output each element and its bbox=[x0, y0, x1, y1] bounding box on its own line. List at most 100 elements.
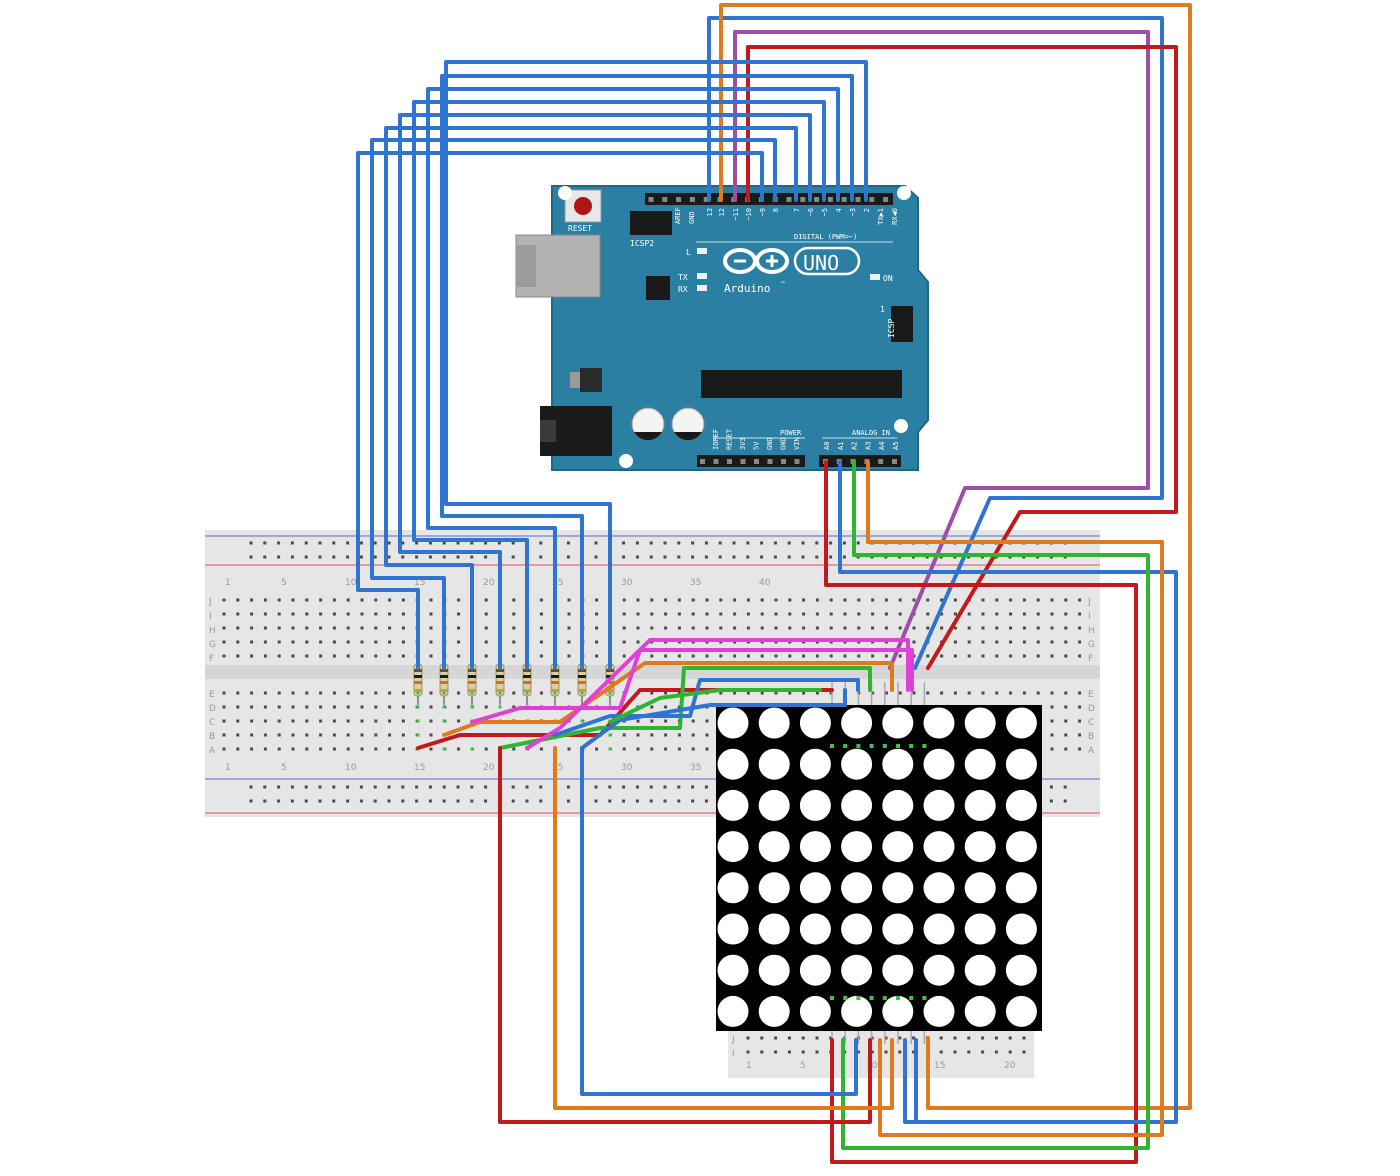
breadboard-hole bbox=[250, 705, 254, 709]
breadboard-hole bbox=[1050, 598, 1054, 602]
breadboard-hole bbox=[388, 640, 392, 644]
breadboard-hole bbox=[291, 733, 295, 737]
breadboard-hole bbox=[857, 612, 861, 616]
breadboard-hole bbox=[898, 626, 902, 630]
breadboard-hole bbox=[401, 626, 405, 630]
breadboard-hole bbox=[1022, 612, 1026, 616]
breadboard-hole bbox=[388, 691, 392, 695]
reset-button-cap[interactable] bbox=[574, 197, 592, 215]
rail-hole bbox=[318, 785, 322, 789]
reset-label: RESET bbox=[568, 224, 592, 233]
matrix-pin bbox=[882, 996, 887, 1000]
breadboard-hole bbox=[305, 719, 309, 723]
rail-hole bbox=[649, 785, 653, 789]
breadboard-hole bbox=[401, 640, 405, 644]
rail-hole bbox=[401, 785, 405, 789]
rail-hole bbox=[787, 555, 791, 559]
rail-hole bbox=[249, 541, 253, 545]
breadboard-hole bbox=[829, 654, 833, 658]
breadboard-hole bbox=[802, 598, 806, 602]
led-dot bbox=[841, 748, 873, 780]
rail-hole bbox=[249, 785, 253, 789]
led-dot bbox=[717, 707, 749, 739]
breadboard-hole bbox=[236, 691, 240, 695]
rail-hole bbox=[539, 555, 543, 559]
header-pin-hole bbox=[754, 459, 759, 464]
column-number: 20 bbox=[483, 763, 495, 773]
voltage-regulator-tab bbox=[570, 372, 580, 388]
breadboard-hole bbox=[815, 626, 819, 630]
rail-hole bbox=[304, 799, 308, 803]
connected-hole bbox=[470, 747, 474, 751]
breadboard-hole bbox=[650, 691, 654, 695]
on-led bbox=[870, 274, 880, 280]
rail-hole bbox=[373, 799, 377, 803]
breadboard-hole bbox=[622, 747, 626, 751]
column-number: 40 bbox=[759, 578, 771, 588]
rail-hole bbox=[359, 785, 363, 789]
column-number: 20 bbox=[483, 578, 495, 588]
breadboard-hole bbox=[981, 1050, 985, 1054]
wire-blue bbox=[914, 1038, 1138, 1124]
breadboard-hole bbox=[995, 612, 999, 616]
breadboard-hole bbox=[995, 654, 999, 658]
breadboard-hole bbox=[760, 1036, 764, 1040]
breadboard-hole bbox=[636, 640, 640, 644]
breadboard-hole bbox=[319, 705, 323, 709]
icsp-header bbox=[891, 306, 913, 342]
breadboard-hole bbox=[484, 747, 488, 751]
wire-blue bbox=[707, 16, 1164, 670]
breadboard-hole bbox=[774, 654, 778, 658]
rail-hole bbox=[622, 555, 626, 559]
header-pin-hole bbox=[786, 197, 792, 202]
breadboard-hole bbox=[484, 705, 488, 709]
breadboard-hole bbox=[940, 612, 944, 616]
row-letter: J bbox=[1087, 597, 1091, 607]
breadboard-hole bbox=[760, 1050, 764, 1054]
header-pin-hole bbox=[713, 459, 719, 464]
analog-pin-label: A2 bbox=[851, 442, 859, 450]
breadboard-hole bbox=[801, 1036, 805, 1040]
breadboard-hole bbox=[401, 654, 405, 658]
breadboard-hole bbox=[1064, 612, 1068, 616]
breadboard-hole bbox=[484, 691, 488, 695]
breadboard-hole bbox=[277, 640, 281, 644]
breadboard-hole bbox=[222, 626, 226, 630]
breadboard-hole bbox=[360, 654, 364, 658]
rail-hole bbox=[484, 785, 488, 789]
breadboard-hole bbox=[940, 598, 944, 602]
breadboard-hole bbox=[622, 612, 626, 616]
breadboard-hole bbox=[250, 654, 254, 658]
breadboard-hole bbox=[677, 747, 681, 751]
led-dot bbox=[923, 872, 955, 904]
analog-pin-label: A5 bbox=[892, 442, 900, 450]
breadboard-hole bbox=[636, 719, 640, 723]
breadboard-hole bbox=[967, 654, 971, 658]
led-dot bbox=[799, 872, 831, 904]
rail-hole bbox=[539, 799, 543, 803]
uno-text: UNO bbox=[803, 251, 839, 275]
breadboard-hole bbox=[636, 733, 640, 737]
breadboard-hole bbox=[291, 691, 295, 695]
digital-pin-label: ~6 bbox=[807, 208, 815, 216]
breadboard-hole bbox=[719, 612, 723, 616]
breadboard-hole bbox=[319, 626, 323, 630]
breadboard-hole bbox=[1009, 626, 1013, 630]
breadboard-hole bbox=[664, 654, 668, 658]
breadboard-hole bbox=[774, 1036, 778, 1040]
led-dot bbox=[758, 831, 790, 863]
breadboard-hole bbox=[622, 640, 626, 644]
breadboard-hole bbox=[305, 733, 309, 737]
breadboard-hole bbox=[967, 1050, 971, 1054]
icsp-pin-label: 1 bbox=[880, 305, 885, 314]
led-dot bbox=[758, 789, 790, 821]
led-dot bbox=[964, 707, 996, 739]
breadboard-hole bbox=[457, 747, 461, 751]
breadboard-hole bbox=[953, 691, 957, 695]
breadboard-hole bbox=[691, 626, 695, 630]
rail-hole bbox=[304, 541, 308, 545]
breadboard-hole bbox=[926, 691, 930, 695]
breadboard-hole bbox=[1064, 719, 1068, 723]
